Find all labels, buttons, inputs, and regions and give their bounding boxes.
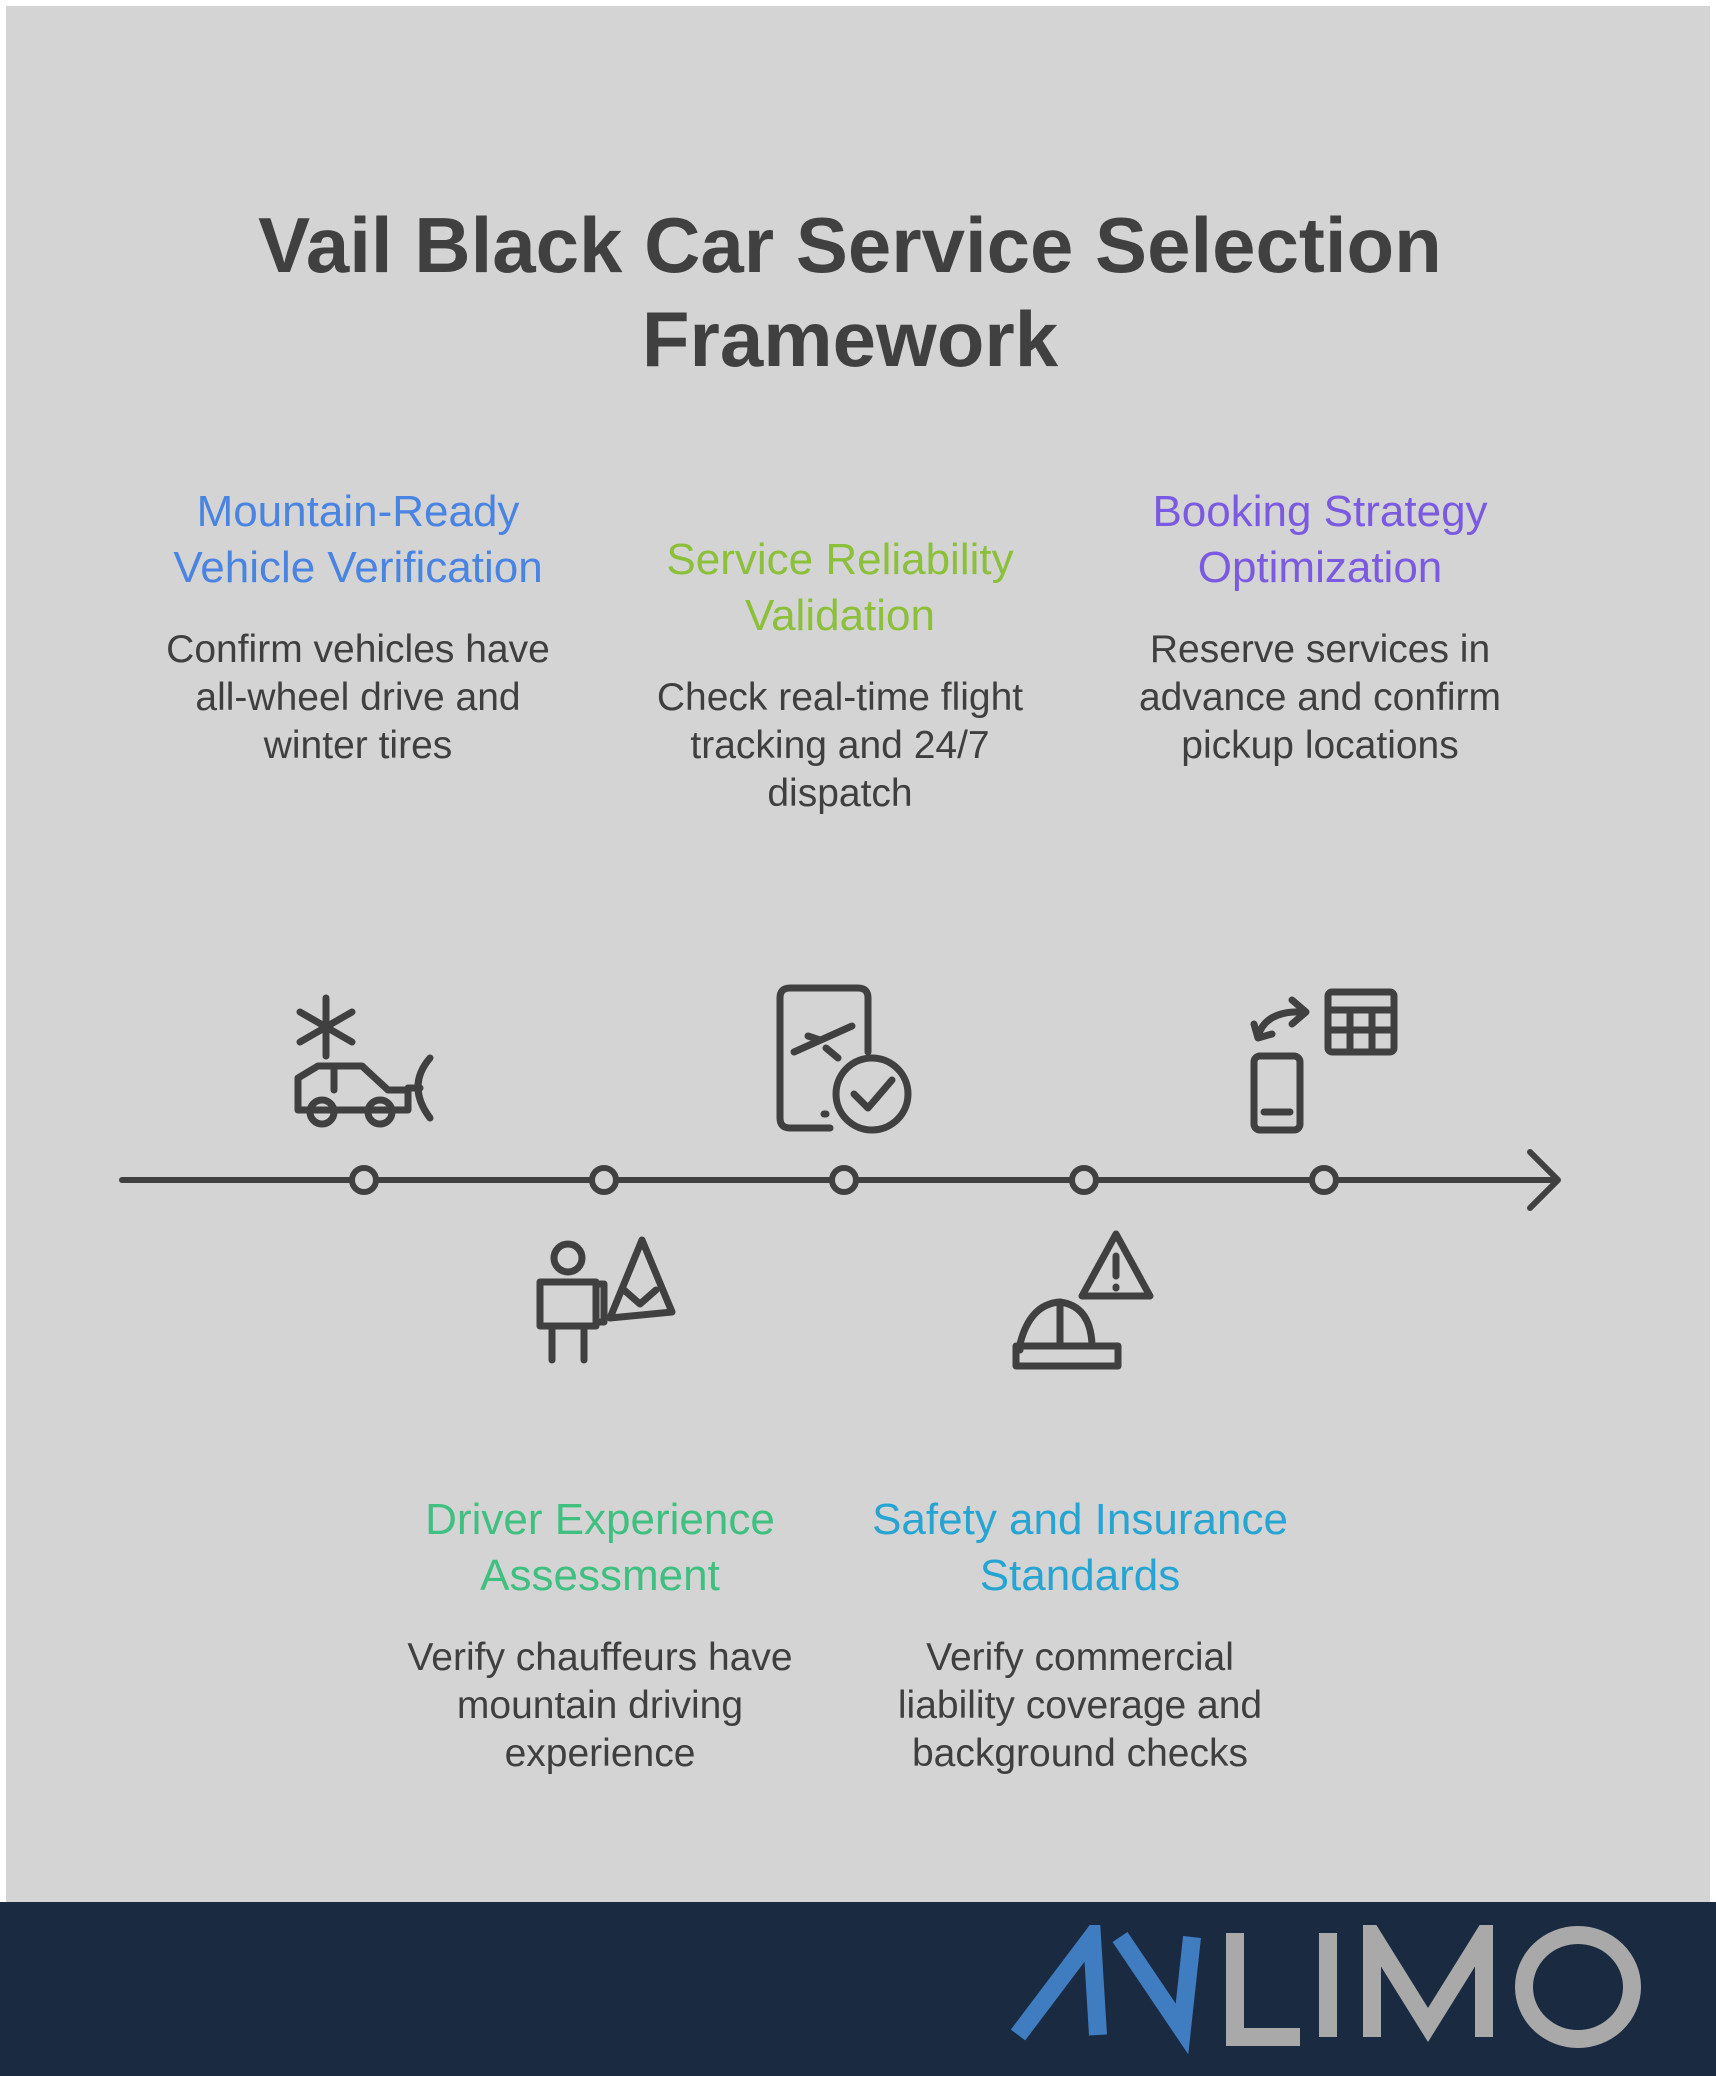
step-description: Check real-time flight tracking and 24/7… <box>656 676 1024 815</box>
step-title: Mountain-Ready Vehicle Verification <box>173 487 543 592</box>
timeline-node <box>589 1165 619 1195</box>
step-service-reliability: Service Reliability Validation Check rea… <box>630 532 1050 818</box>
timeline-arrowhead <box>1527 1149 1561 1211</box>
hiker-mountain-icon <box>536 1236 676 1364</box>
step-title: Service Reliability Validation <box>666 535 1014 640</box>
phone-flight-check-icon <box>776 984 912 1134</box>
logo-av-mark <box>1010 1925 1201 2055</box>
footer-bar <box>0 1902 1716 2076</box>
page-title: Vail Black Car Service Selection Framewo… <box>258 201 1442 383</box>
snow-car-icon <box>294 994 434 1128</box>
timeline-node <box>349 1165 379 1195</box>
phone-calendar-icon <box>1250 988 1398 1134</box>
hardhat-warning-icon <box>1012 1230 1154 1370</box>
anilimo-logo: AV <box>1010 1925 1641 2055</box>
step-safety-insurance: Safety and Insurance Standards Verify co… <box>870 1492 1290 1778</box>
step-description: Reserve services in advance and confirm … <box>1138 628 1502 767</box>
step-booking-strategy: Booking Strategy Optimization Reserve se… <box>1110 484 1530 770</box>
timeline-node <box>1069 1165 1099 1195</box>
step-description: Confirm vehicles have all-wheel drive an… <box>166 628 550 767</box>
step-description: Verify commercial liability coverage and… <box>897 1636 1263 1775</box>
step-title: Safety and Insurance Standards <box>872 1495 1288 1600</box>
step-title: Booking Strategy Optimization <box>1152 487 1488 592</box>
timeline-diagram <box>119 984 1561 1370</box>
step-title: Driver Experience Assessment <box>425 1495 775 1600</box>
diagram-panel <box>6 6 1710 1902</box>
step-mountain-ready-vehicle: Mountain-Ready Vehicle Verification Conf… <box>148 484 568 770</box>
step-driver-experience: Driver Experience Assessment Verify chau… <box>390 1492 810 1778</box>
timeline-node <box>829 1165 859 1195</box>
step-description: Verify chauffeurs have mountain driving … <box>407 1636 793 1775</box>
timeline-node <box>1309 1165 1339 1195</box>
logo-limo-mark <box>1226 1925 1641 2048</box>
